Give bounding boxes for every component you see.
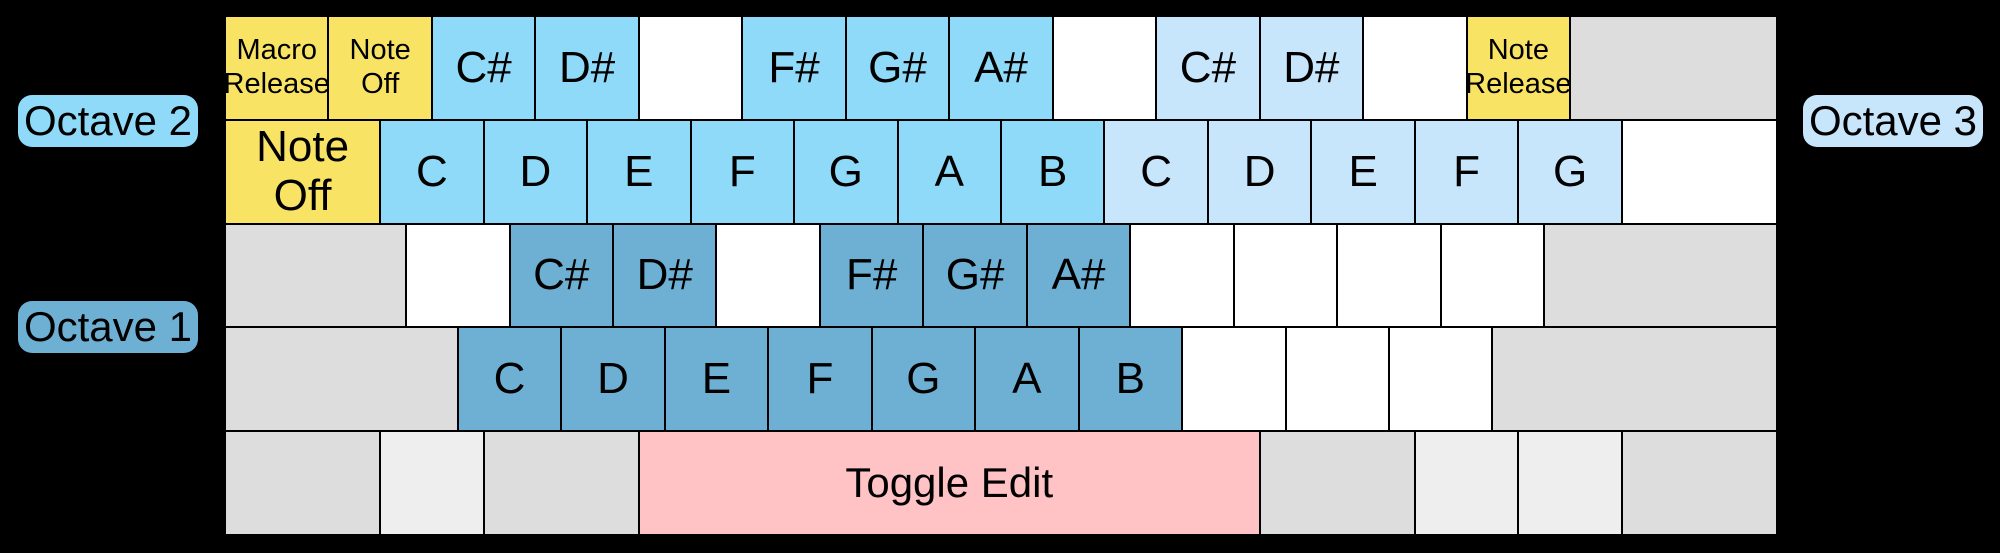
key-note-gsharp-oct1: G# (923, 223, 1027, 328)
key-note-d-oct2: D (483, 119, 588, 224)
key-unmapped (1052, 16, 1157, 120)
key-rctrl-unmapped (1621, 431, 1777, 535)
key-lctrl-unmapped (225, 431, 381, 535)
key-note-asharp-oct1: A# (1026, 223, 1131, 328)
key-unmapped (1440, 223, 1545, 328)
key-macro-release: Macro Release (225, 16, 329, 120)
key-lwin-unmapped (380, 431, 484, 535)
key-unmapped (1337, 223, 1441, 328)
key-lalt-unmapped (483, 431, 639, 535)
key-note-c-oct1: C (457, 327, 562, 432)
key-note-off: Note Off (225, 119, 381, 224)
keyboard-row-home: C# D# F# G# A# (225, 223, 1777, 328)
key-unmapped (1285, 327, 1389, 432)
key-note-dsharp-oct1: D# (613, 223, 717, 328)
key-note-dsharp-oct2: D# (535, 16, 639, 120)
key-note-csharp-oct1: C# (509, 223, 613, 328)
key-note-a-oct2: A (897, 119, 1001, 224)
key-note-f-oct1: F (768, 327, 872, 432)
key-capslock-unmapped (225, 223, 407, 328)
key-note-f-oct2: F (690, 119, 795, 224)
key-unmapped (1233, 223, 1338, 328)
key-note-e-oct1: E (664, 327, 769, 432)
key-rshift-unmapped (1492, 327, 1777, 432)
key-note-d-oct1: D (561, 327, 665, 432)
key-note-asharp-oct2: A# (949, 16, 1053, 120)
key-enter-unmapped (1544, 223, 1777, 328)
key-unmapped (716, 223, 820, 328)
key-note-off-top: Note Off (328, 16, 432, 120)
key-note-fsharp-oct1: F# (819, 223, 924, 328)
key-note-gsharp-oct2: G# (845, 16, 950, 120)
keyboard-row-qwerty: Note Off C D E F G A B C D E F G (225, 119, 1777, 224)
key-note-a-oct1: A (975, 327, 1079, 432)
key-note-csharp-oct3: C# (1156, 16, 1260, 120)
key-note-d-oct3: D (1207, 119, 1312, 224)
key-unmapped (638, 16, 743, 120)
key-note-c-oct3: C (1104, 119, 1208, 224)
key-unmapped (1621, 119, 1777, 224)
key-space-toggle-edit: Toggle Edit (638, 431, 1260, 535)
key-note-release: Note Release (1466, 16, 1571, 120)
keyboard-row-bottom: C D E F G A B (225, 327, 1777, 432)
key-unmapped (1363, 16, 1467, 120)
key-note-e-oct2: E (587, 119, 691, 224)
key-unmapped (1389, 327, 1493, 432)
key-note-g-oct1: G (871, 327, 976, 432)
keyboard: Macro Release Note Off C# D# F# G# A# C#… (225, 16, 1777, 535)
key-note-dsharp-oct3: D# (1259, 16, 1364, 120)
key-note-csharp-oct2: C# (431, 16, 536, 120)
key-unmapped (1182, 327, 1286, 432)
key-backspace-unmapped (1570, 16, 1777, 120)
key-note-e-oct3: E (1311, 119, 1415, 224)
key-note-g-oct3: G (1518, 119, 1622, 224)
key-note-b-oct1: B (1078, 327, 1183, 432)
key-menu-unmapped (1518, 431, 1622, 535)
key-unmapped (406, 223, 510, 328)
key-note-fsharp-oct2: F# (742, 16, 846, 120)
key-note-c-oct2: C (380, 119, 484, 224)
key-ralt-unmapped (1259, 431, 1415, 535)
key-note-g-oct2: G (794, 119, 898, 224)
octave-3-label: Octave 3 (1803, 95, 1983, 147)
keyboard-row-number: Macro Release Note Off C# D# F# G# A# C#… (225, 16, 1777, 120)
octave-2-label: Octave 2 (18, 95, 198, 147)
key-lshift-unmapped (225, 327, 458, 432)
key-rwin-unmapped (1414, 431, 1519, 535)
keyboard-row-space: Toggle Edit (225, 431, 1777, 535)
key-note-f-oct3: F (1414, 119, 1519, 224)
key-unmapped (1130, 223, 1234, 328)
octave-1-label: Octave 1 (18, 301, 198, 353)
key-note-b-oct2: B (1001, 119, 1105, 224)
